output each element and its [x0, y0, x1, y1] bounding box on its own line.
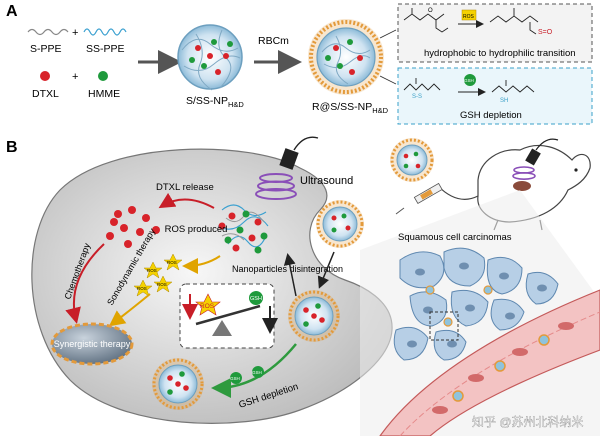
zoom-selection-box [429, 311, 459, 341]
blood-vessel [379, 289, 600, 436]
hmme-dot [98, 71, 108, 81]
chemotherapy-arrow [65, 243, 105, 324]
gsh-depletion-box: S-S GSH SH GSH depletion [397, 67, 593, 125]
synergistic-label: Synergistic therapy [54, 339, 131, 349]
ss-ppe-label: SS-PPE [86, 43, 125, 55]
disintegrating-np [217, 204, 269, 254]
gsh-reagent-icon [464, 74, 476, 86]
s-ppe-label: S-PPE [30, 43, 62, 55]
ros-reagent-text: ROS [463, 14, 475, 20]
ros-produced-label: ROS produced [165, 224, 228, 235]
dtxl-release-arrow [158, 192, 215, 209]
ros-gsh-balance-box [179, 283, 278, 349]
synergistic-therapy-node [50, 322, 134, 366]
gsh-reagent-text: GSH [464, 78, 474, 83]
panel-a-label: A [6, 3, 18, 20]
ros-star-text-2: ROS [167, 260, 177, 265]
balance-gsh-ball [249, 291, 263, 305]
r-np-label: R@S/SS-NPH&D [312, 101, 389, 115]
tumor-cells [393, 247, 559, 361]
dtxl-dot [40, 71, 50, 81]
r-np-pointer-top [379, 29, 397, 39]
r-np-particle [308, 19, 384, 95]
np-hd-particle [177, 24, 243, 91]
mouse-tumor [513, 181, 531, 191]
ros-star-text-4: ROS [137, 286, 147, 291]
svg-text:O: O [428, 8, 433, 14]
svg-text:S=O: S=O [538, 29, 553, 36]
dtxl-label: DTXL [32, 88, 59, 100]
np-to-disintegration-arrow [283, 253, 297, 297]
bottom-rbc-np [152, 358, 204, 410]
dtxl-release-cluster [106, 206, 160, 248]
rbcm-label: RBCm [258, 35, 289, 47]
hydrophobic-transition-box: O ROS S=O hydrophobic to hydrophilic tra… [397, 3, 593, 63]
gsh-ball-text-1: GSH [230, 376, 240, 381]
gsh-ball-1 [230, 372, 242, 384]
ss-ppe-squiggle [83, 28, 127, 36]
mouse-ultrasound-probe [512, 138, 559, 181]
np-hd-label: S/SS-NPH&D [186, 95, 244, 109]
squamous-text: Squamous cell carcinomas [398, 232, 512, 243]
watermark: 知乎 @苏州北科纳米 [472, 415, 584, 429]
box-top-caption: hydrophobic to hydrophilic transition [424, 48, 576, 59]
entering-rbc-np [316, 200, 364, 248]
entering-np-arrow [317, 251, 335, 289]
s-ppe-squiggle [27, 28, 69, 36]
ros-star-text-1: ROS [147, 268, 157, 273]
ros-star-text-3: ROS [157, 282, 167, 287]
ros-reagent-icon [461, 9, 477, 21]
squamous-label: Squamous cell carcinomas [398, 232, 512, 243]
internal-rbc-np [288, 290, 340, 342]
svg-text:S-S: S-S [412, 94, 422, 100]
dtxl-release-label: DTXL release [156, 182, 214, 193]
sonodynamic-arrow [108, 293, 151, 327]
r-np-sub: H&D [372, 106, 388, 115]
synergistic-text: Synergistic therapy [54, 339, 131, 349]
balance-gsh-text: GSH [250, 296, 262, 302]
syringe-icon [395, 182, 443, 215]
r-np-pointer-bottom [379, 75, 397, 85]
ros-stars [133, 253, 183, 297]
ultrasound-probe [255, 136, 319, 200]
box-bottom-caption: GSH depletion [460, 110, 522, 121]
panel-b-label: B [6, 139, 18, 156]
balance-ros-text: ROS [200, 303, 215, 310]
plus-sign-1: + [72, 27, 78, 39]
magnified-np-bubble [390, 138, 434, 182]
ultrasound-label: Ultrasound [300, 175, 353, 187]
balance-ros-star [195, 293, 221, 316]
np-hd-sub: H&D [228, 100, 244, 109]
hmme-label: HMME [88, 88, 120, 100]
gsh-ball-text-2: GSH [252, 370, 262, 375]
ros-produced-arrow [182, 255, 221, 274]
svg-text:SH: SH [500, 98, 508, 104]
ros-produced-text: ROS produced [165, 224, 228, 235]
plus-sign-2: + [72, 71, 78, 83]
np-disintegration-label: Nanoparticles disintegration [232, 264, 343, 274]
gsh-ball-2 [252, 366, 264, 378]
